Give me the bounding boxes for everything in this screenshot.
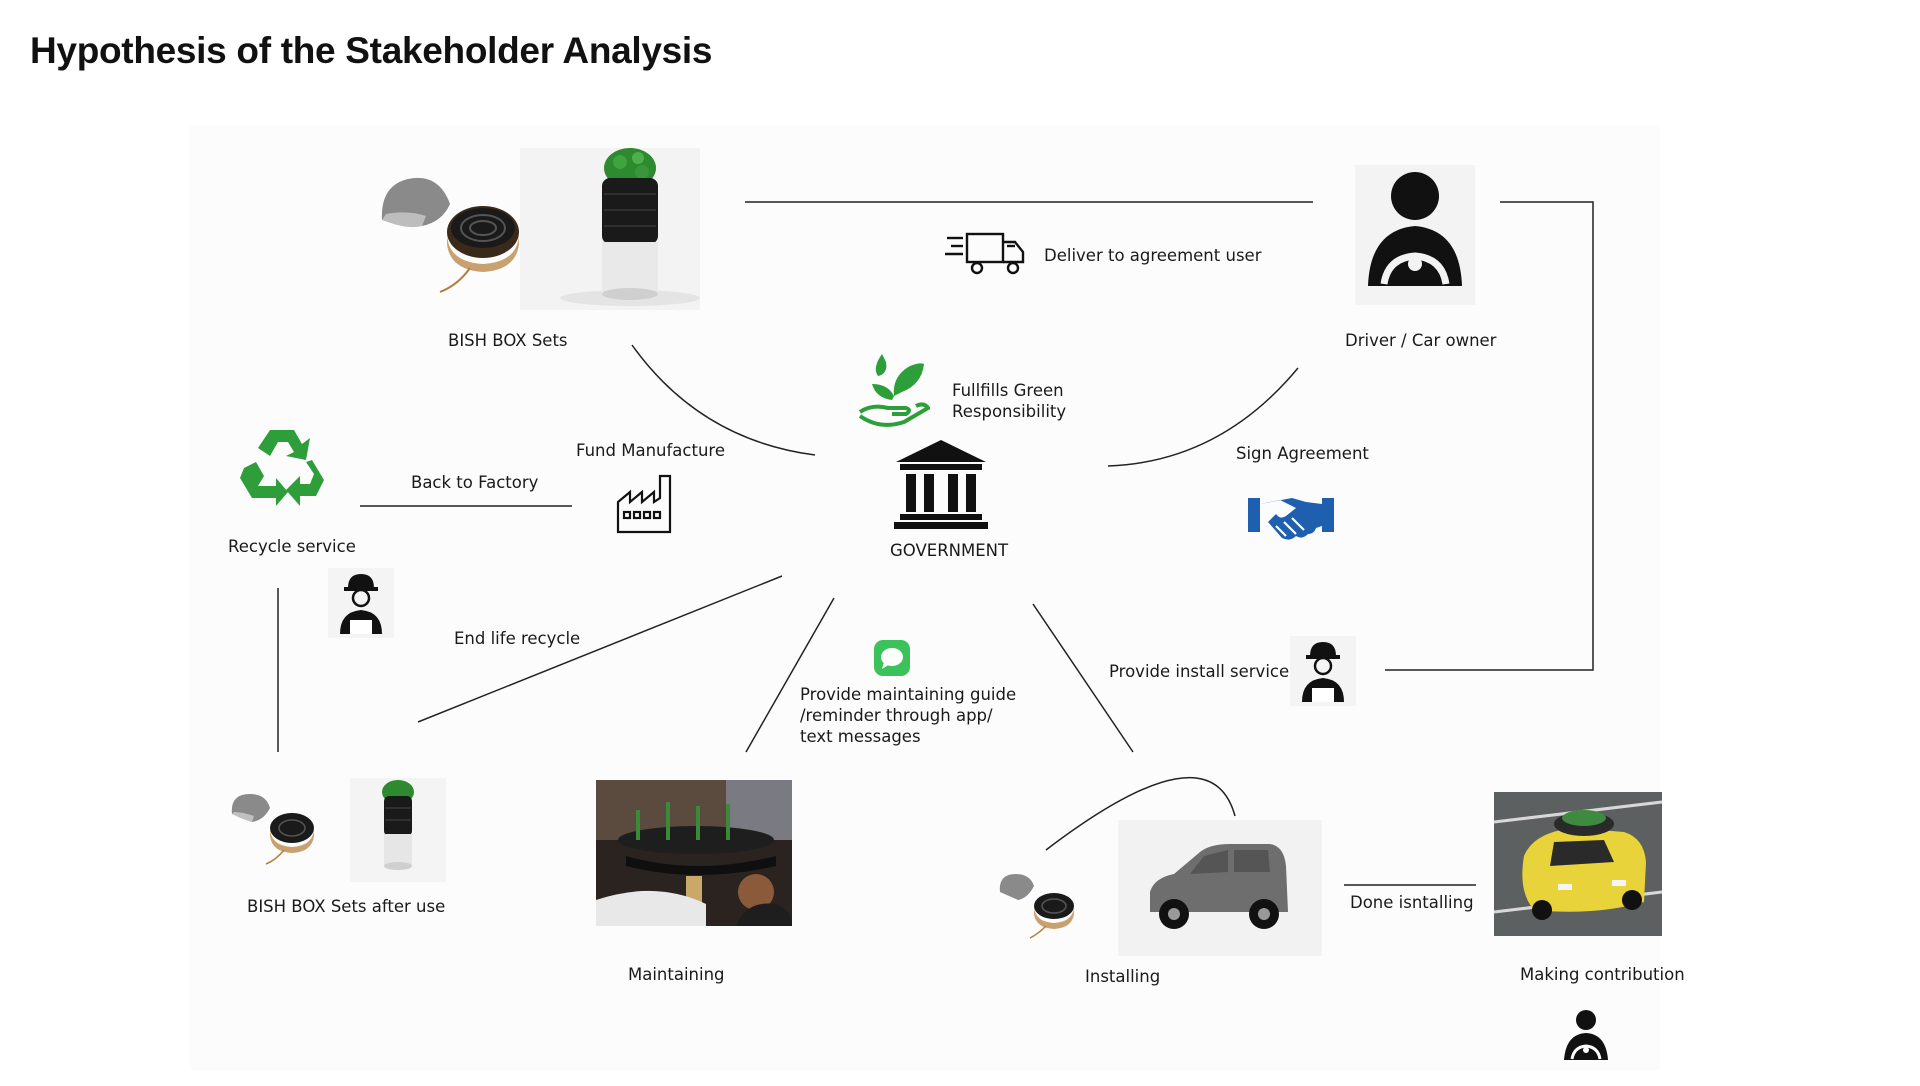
bish-box-sets-label: BISH BOX Sets bbox=[448, 331, 568, 350]
deliver-label: Deliver to agreement user bbox=[1044, 246, 1262, 265]
fund-manufacture-label: Fund Manufacture bbox=[576, 441, 725, 460]
worker-icon bbox=[328, 568, 394, 638]
recycle-service-label: Recycle service bbox=[228, 537, 356, 556]
government-building-icon bbox=[894, 440, 988, 529]
making-contribution-photo bbox=[1494, 792, 1662, 936]
end-life-recycle-label: End life recycle bbox=[454, 629, 581, 648]
bish-after-use-label: BISH BOX Sets after use bbox=[247, 897, 446, 916]
plant-in-hand-icon bbox=[858, 354, 930, 427]
delivery-truck-icon bbox=[945, 232, 1025, 275]
back-to-factory-label: Back to Factory bbox=[411, 473, 539, 492]
message-icon bbox=[874, 640, 910, 676]
installing-coil bbox=[999, 874, 1074, 939]
driver-small-icon bbox=[1564, 1010, 1608, 1060]
fulfills-label: Fullfills Green Responsibility bbox=[952, 381, 1067, 421]
page-title: Hypothesis of the Stakeholder Analysis bbox=[30, 30, 713, 71]
driver-label: Driver / Car owner bbox=[1345, 331, 1497, 350]
maintaining-guide-label: Provide maintaining guide /reminder thro… bbox=[800, 685, 1017, 746]
line-driver-to-government bbox=[1107, 367, 1299, 467]
making-contribution-label: Making contribution bbox=[1520, 965, 1685, 984]
installing-label: Installing bbox=[1085, 967, 1161, 986]
maintaining-photo bbox=[596, 780, 792, 926]
line-installing-arc bbox=[1045, 776, 1236, 851]
line-install-service bbox=[1032, 603, 1134, 753]
worker-icon bbox=[1290, 636, 1356, 706]
bish-box-after-use-planter bbox=[350, 778, 446, 882]
recycle-icon bbox=[240, 430, 324, 506]
line-maintaining-guide bbox=[745, 597, 835, 753]
done-installing-label: Done isntalling bbox=[1350, 893, 1474, 912]
driver-icon bbox=[1368, 172, 1462, 286]
sign-agreement-label: Sign Agreement bbox=[1236, 444, 1369, 463]
bish-box-after-use-coil bbox=[231, 794, 314, 865]
maintaining-label: Maintaining bbox=[628, 965, 725, 984]
line-end-life-recycle bbox=[417, 575, 783, 723]
car-icon bbox=[1150, 844, 1288, 929]
line-boxes-to-government bbox=[631, 344, 816, 456]
handshake-icon bbox=[1248, 498, 1334, 540]
line-driver-to-install bbox=[1385, 201, 1594, 671]
provide-install-label: Provide install service bbox=[1109, 662, 1290, 681]
bish-box-dome-and-coil bbox=[381, 177, 519, 293]
government-label: GOVERNMENT bbox=[890, 541, 1009, 560]
bish-box-planter bbox=[520, 148, 700, 310]
factory-icon bbox=[616, 474, 672, 534]
